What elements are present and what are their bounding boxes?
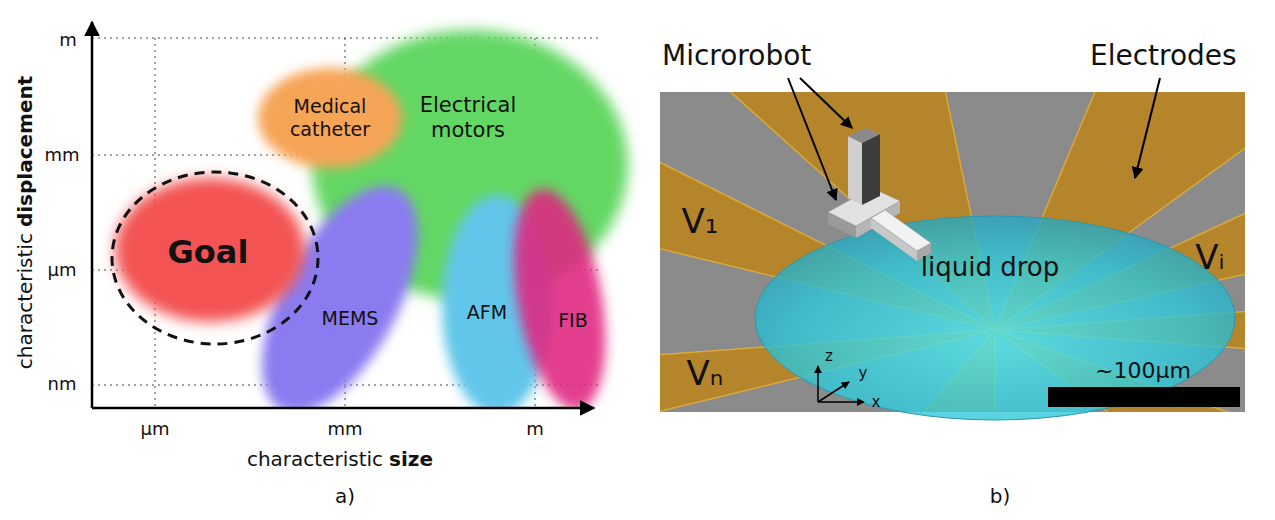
node-text-group: AFM [467,301,507,324]
goal-outline [112,172,318,344]
axis-triad [818,401,864,403]
node-label: liquid drop [921,252,1059,283]
electrodes [660,92,1245,412]
node-text-group: FIB [558,309,588,332]
label-holder: m [526,419,544,440]
callout-label: Microrobot [662,40,811,72]
callout-label: Electrodes [1090,40,1237,72]
axis-title: characteristic [14,233,38,369]
y-axis [91,22,94,408]
x-axis [92,407,594,410]
leader-line [1135,78,1160,178]
label-holder: µm [48,260,77,281]
label-holder: m [59,30,77,51]
tick-label: µm [48,260,77,281]
node-text-group: Electrical motors [393,93,543,143]
microrobot-figure [828,128,931,261]
label-holder: b) [990,485,1011,508]
label-holder: a) [335,485,355,508]
node-text-group: Goal [168,233,249,271]
panel-label: b) [990,485,1011,508]
range-blob-outline [258,68,402,168]
range-blob: Medical catheter [232,42,428,194]
goal-region: Goal [89,152,331,348]
label-holder: mm [327,419,362,440]
label-holder: ~100µm [1095,358,1191,383]
panel-label: a) [335,485,355,508]
node-text-group: MEMS [322,307,379,330]
electrode-voltage: Vₙ [687,354,724,393]
axis-title: displacement [14,75,38,226]
axis-title: size [389,447,433,471]
label-holder: Vᵢ [1195,238,1224,277]
range-blob-shape [488,163,631,436]
tick-label: m [59,30,77,51]
range-blob-outline [499,182,621,408]
electrode-voltage: Vᵢ [1195,238,1224,277]
node-label: Electrical motors [393,93,543,143]
node-label: FIB [558,309,588,332]
axis-label: z [825,348,833,365]
node-text-group: Medical catheter [275,95,385,141]
axis-triad [818,382,849,402]
node-label: MEMS [322,307,379,330]
shape-group [115,178,305,322]
label-holder: y [859,365,868,382]
tick-label: nm [48,374,77,395]
label-holder: Electrodes [1090,40,1237,72]
tick-label: mm [44,145,79,166]
node-text-group: liquid drop [921,252,1059,283]
shape-group [499,182,621,408]
tick-label: mm [327,419,362,440]
label-holder: mm [44,145,79,166]
robot-pillar [862,134,880,205]
node-label: Medical catheter [275,95,385,141]
axis-title-group: characteristic displacement [15,75,38,369]
label-holder: z [825,348,833,365]
node-label: Goal [168,233,249,271]
tick-label: m [526,419,544,440]
axis-label: y [859,365,868,382]
axis-label: x [872,394,881,411]
robot-face [871,210,931,251]
leader-line [800,78,852,128]
label-holder: V₁ [682,202,719,241]
scale-bar [1048,387,1240,407]
axis-title-group: characteristicsize [247,448,433,471]
label-holder: x [872,394,881,411]
node-label: AFM [467,301,507,324]
label-holder: Microrobot [662,40,811,72]
scale-label: ~100µm [1095,358,1191,383]
robot-pillar [848,128,880,143]
range-blob: FIB [488,163,631,436]
label-holder: Vₙ [687,354,724,393]
electrode-voltage: V₁ [682,202,719,241]
liquid-drop-shape [729,190,1261,446]
liquid-drop: liquid drop [729,190,1261,446]
robot-pillar [848,136,862,205]
axis-title: characteristic [247,447,383,471]
label-holder: µm [141,419,170,440]
label-holder: nm [48,374,77,395]
axis-triad [817,366,819,402]
tick-label: µm [141,419,170,440]
goal-region-outline [115,178,305,322]
leader-line [788,78,836,200]
shape-group [258,68,402,168]
